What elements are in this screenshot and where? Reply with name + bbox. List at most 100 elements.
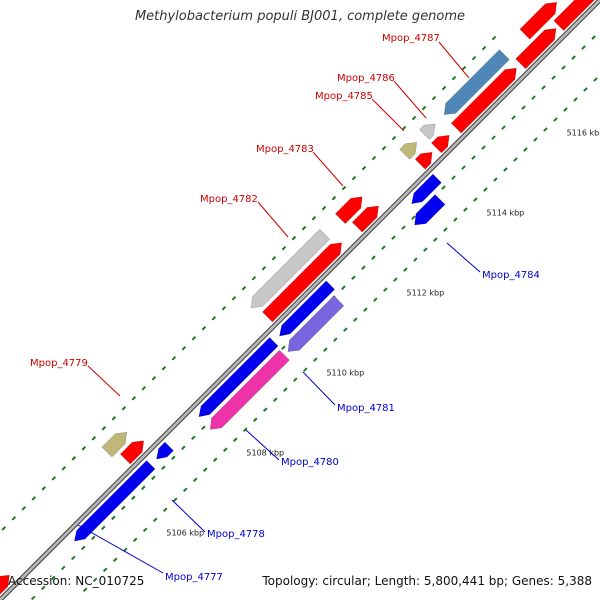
scale-tick	[201, 325, 207, 331]
scale-tick	[321, 205, 327, 211]
scale-tick	[331, 195, 337, 201]
scale-tick	[50, 575, 56, 581]
scale-tick	[92, 577, 98, 583]
scale-tick	[281, 345, 286, 350]
scale-tick	[241, 285, 247, 291]
scale-tick	[371, 155, 377, 161]
gene-feature-mpop-4780-blue	[198, 337, 279, 418]
scale-tick	[481, 45, 487, 51]
scale-tick	[413, 257, 418, 262]
scale-tick	[261, 265, 267, 271]
gene-leader-line	[171, 499, 206, 533]
scale-tick	[323, 347, 328, 352]
scale-tick	[40, 585, 46, 591]
scale-tick	[152, 517, 158, 522]
scale-tick	[503, 167, 508, 172]
gene-feature-mpop-4781	[287, 295, 345, 352]
gene-feature-mpop-4787	[443, 49, 510, 116]
scale-tick	[293, 377, 298, 382]
scale-tick	[281, 245, 287, 251]
scale-tick	[463, 207, 468, 212]
scale-tick	[423, 247, 428, 252]
scale-tick	[81, 446, 87, 451]
scale-tick	[41, 486, 47, 491]
gene-feature-mpop-4779	[101, 431, 128, 458]
gene-feature-red	[262, 242, 343, 323]
gene-label-mpop-4784: Mpop_4784	[482, 270, 540, 281]
scale-tick	[511, 115, 516, 120]
scale-tick	[111, 515, 116, 521]
scale-tick	[131, 495, 136, 501]
scale-tick	[181, 445, 186, 451]
scale-tick	[451, 175, 456, 180]
scale-tick	[31, 496, 37, 501]
scale-tick	[351, 275, 356, 280]
scale-tick	[301, 225, 307, 231]
scale-tick	[91, 436, 97, 441]
scale-tick	[441, 85, 447, 91]
scale-tick	[553, 117, 558, 122]
scale-tick	[571, 55, 576, 60]
scale-tick	[291, 235, 297, 241]
scale-tick	[222, 447, 228, 452]
scale-tick	[102, 567, 108, 573]
scale-tick	[71, 555, 76, 561]
gene-feature-blue	[414, 194, 446, 226]
scale-tick	[30, 595, 36, 600]
scale-tick	[431, 95, 437, 101]
scale-tick	[401, 125, 407, 131]
scale-tick	[162, 507, 168, 512]
scale-tick-label: 5114 kbp	[487, 208, 525, 217]
scale-tick	[171, 356, 177, 361]
scale-tick	[283, 387, 288, 392]
scale-tick	[82, 587, 88, 593]
scale-tick	[191, 435, 196, 441]
scale-tick	[192, 477, 198, 482]
scale-tick	[381, 245, 386, 250]
scale-tick	[563, 107, 568, 112]
scale-tick	[421, 105, 427, 111]
gene-feature-red	[450, 67, 517, 134]
scale-tick	[371, 255, 376, 260]
scale-tick	[271, 255, 277, 261]
scale-tick	[461, 165, 466, 170]
scale-tick-label: 5108 kbp	[246, 449, 284, 458]
scale-tick	[401, 225, 406, 230]
scale-tick	[263, 407, 268, 412]
gene-leader-line	[371, 98, 405, 132]
scale-tick	[551, 75, 556, 80]
scale-tick	[491, 35, 497, 41]
scale-tick	[101, 525, 106, 531]
scale-tick	[521, 105, 526, 110]
scale-tick	[311, 215, 317, 221]
scale-tick	[451, 75, 457, 81]
scale-tick	[51, 476, 57, 481]
gene-feature-blue	[279, 280, 336, 337]
scale-tick	[201, 425, 206, 431]
gene-leader-line	[245, 429, 280, 461]
scale-tick	[573, 97, 578, 102]
scale-tick	[91, 535, 96, 541]
gene-leader-line	[438, 41, 470, 79]
scale-tick	[473, 197, 478, 202]
scale-tick	[471, 155, 476, 160]
gene-feature-mpop-4786	[419, 123, 436, 140]
scale-tick	[383, 287, 388, 292]
scale-tick	[191, 335, 197, 341]
scale-tick	[453, 217, 458, 222]
scale-tick	[491, 135, 496, 140]
scale-tick	[101, 426, 107, 431]
scale-tick	[132, 537, 138, 543]
gene-label-mpop-4778: Mpop_4778	[207, 529, 265, 540]
gene-label-mpop-4783: Mpop_4783	[256, 144, 314, 155]
scale-tick	[471, 55, 477, 61]
gene-label-mpop-4782: Mpop_4782	[200, 194, 258, 205]
scale-tick	[411, 115, 417, 121]
scale-tick	[461, 65, 467, 71]
scale-tick	[1, 526, 7, 531]
scale-tick	[181, 345, 187, 351]
gene-feature-red	[553, 0, 595, 32]
